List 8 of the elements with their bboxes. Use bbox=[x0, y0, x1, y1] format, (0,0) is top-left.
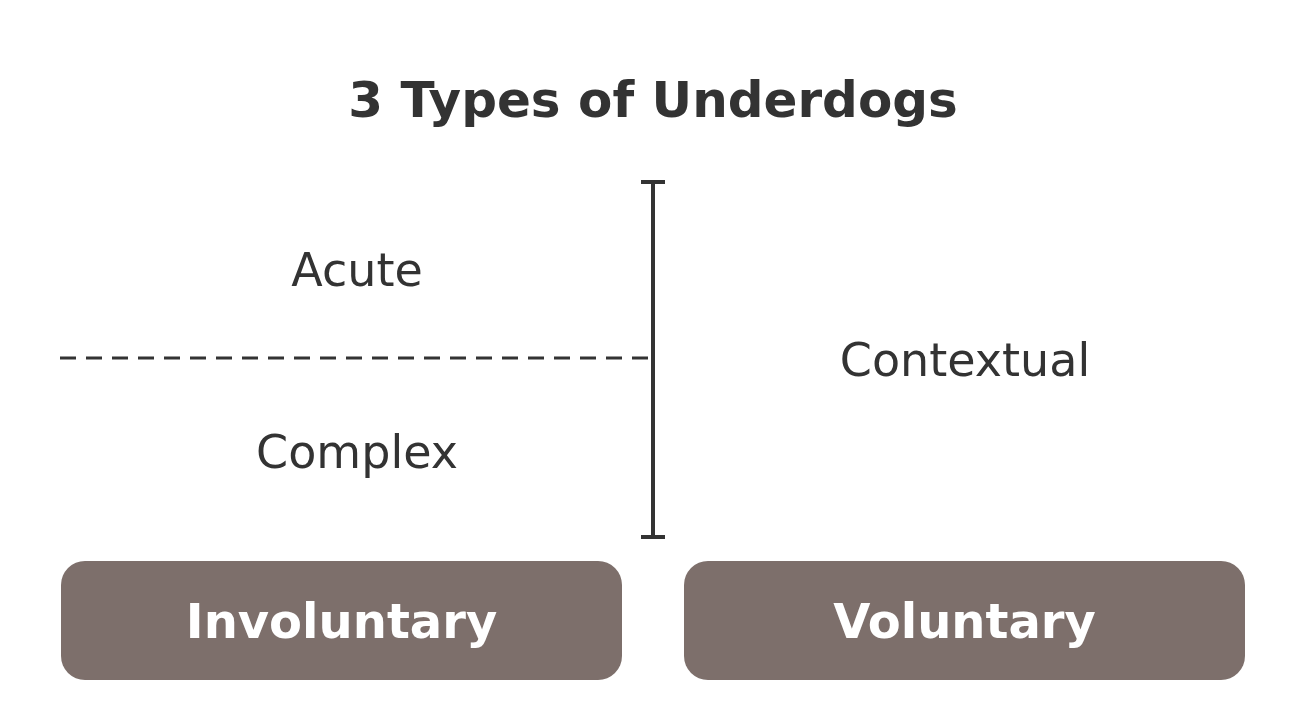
category-label: Acute bbox=[291, 243, 423, 297]
box-label: Involuntary bbox=[185, 592, 498, 649]
category-label: Contextual bbox=[839, 333, 1091, 387]
title: 3 Types of Underdogs bbox=[348, 71, 958, 129]
category-box bbox=[61, 561, 622, 680]
category-box bbox=[684, 561, 1245, 680]
category-label: Complex bbox=[256, 425, 458, 479]
box-label: Voluntary bbox=[833, 592, 1096, 649]
